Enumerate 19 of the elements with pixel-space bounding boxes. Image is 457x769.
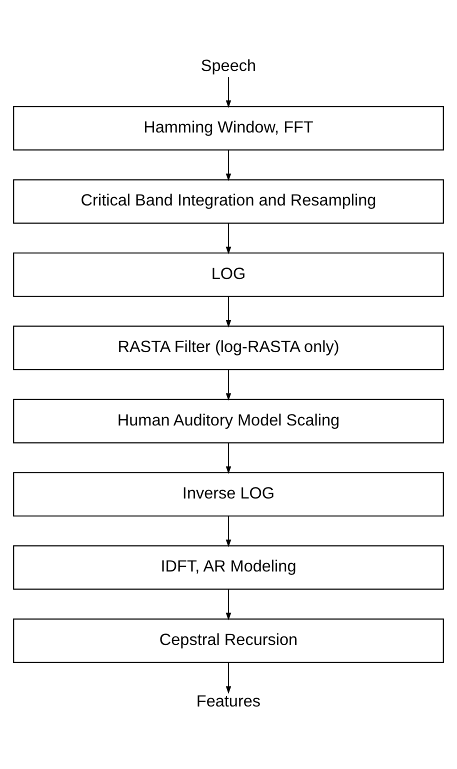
node-box: Human Auditory Model Scaling <box>13 398 444 444</box>
node-box: Inverse LOG <box>13 472 444 517</box>
arrow <box>226 77 232 108</box>
node-box: Cepstral Recursion <box>13 618 444 663</box>
arrow <box>226 442 232 474</box>
arrow <box>226 589 232 620</box>
node-box: RASTA Filter (log-RASTA only) <box>13 326 444 370</box>
node-box: Critical Band Integration and Resampling <box>13 179 444 224</box>
node-box: IDFT, AR Modeling <box>13 545 444 590</box>
arrow <box>226 516 232 548</box>
node-box: LOG <box>13 252 444 297</box>
arrow <box>226 662 232 694</box>
arrow <box>226 296 232 328</box>
node-box: Hamming Window, FFT <box>13 106 444 150</box>
arrow <box>226 223 232 254</box>
arrow <box>226 150 232 182</box>
node-text: Features <box>196 692 261 711</box>
node-text: Speech <box>200 56 256 75</box>
arrow <box>226 370 232 401</box>
